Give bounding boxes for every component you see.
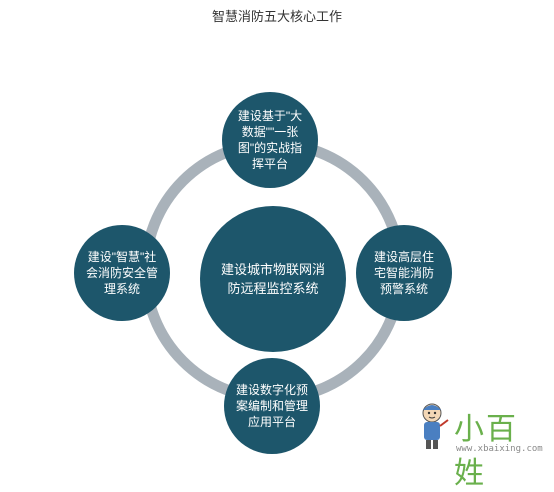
node-center: 建设城市物联网消防远程监控系统 [200,206,346,352]
node-center-label: 建设城市物联网消防远程监控系统 [220,262,325,296]
watermark-url: www.xbaixing.com [456,444,543,454]
node-bottom: 建设数字化预案编制和管理应用平台 [224,358,320,454]
node-right: 建设高层住宅智能消防预警系统 [356,225,452,321]
node-right-label: 建设高层住宅智能消防预警系统 [373,250,434,296]
node-top-label: 建设基于"大数据""一张图"的实战指挥平台 [237,109,303,171]
watermark: 小百姓 www.xbaixing.com [412,400,544,491]
diagram-title: 智慧消防五大核心工作 [211,9,342,24]
node-top: 建设基于"大数据""一张图"的实战指挥平台 [222,92,318,188]
node-left: 建设"智慧"社会消防安全管理系统 [74,225,170,321]
node-bottom-label: 建设数字化预案编制和管理应用平台 [236,383,309,429]
node-left-label: 建设"智慧"社会消防安全管理系统 [86,250,159,296]
mascot-icon [422,403,449,449]
